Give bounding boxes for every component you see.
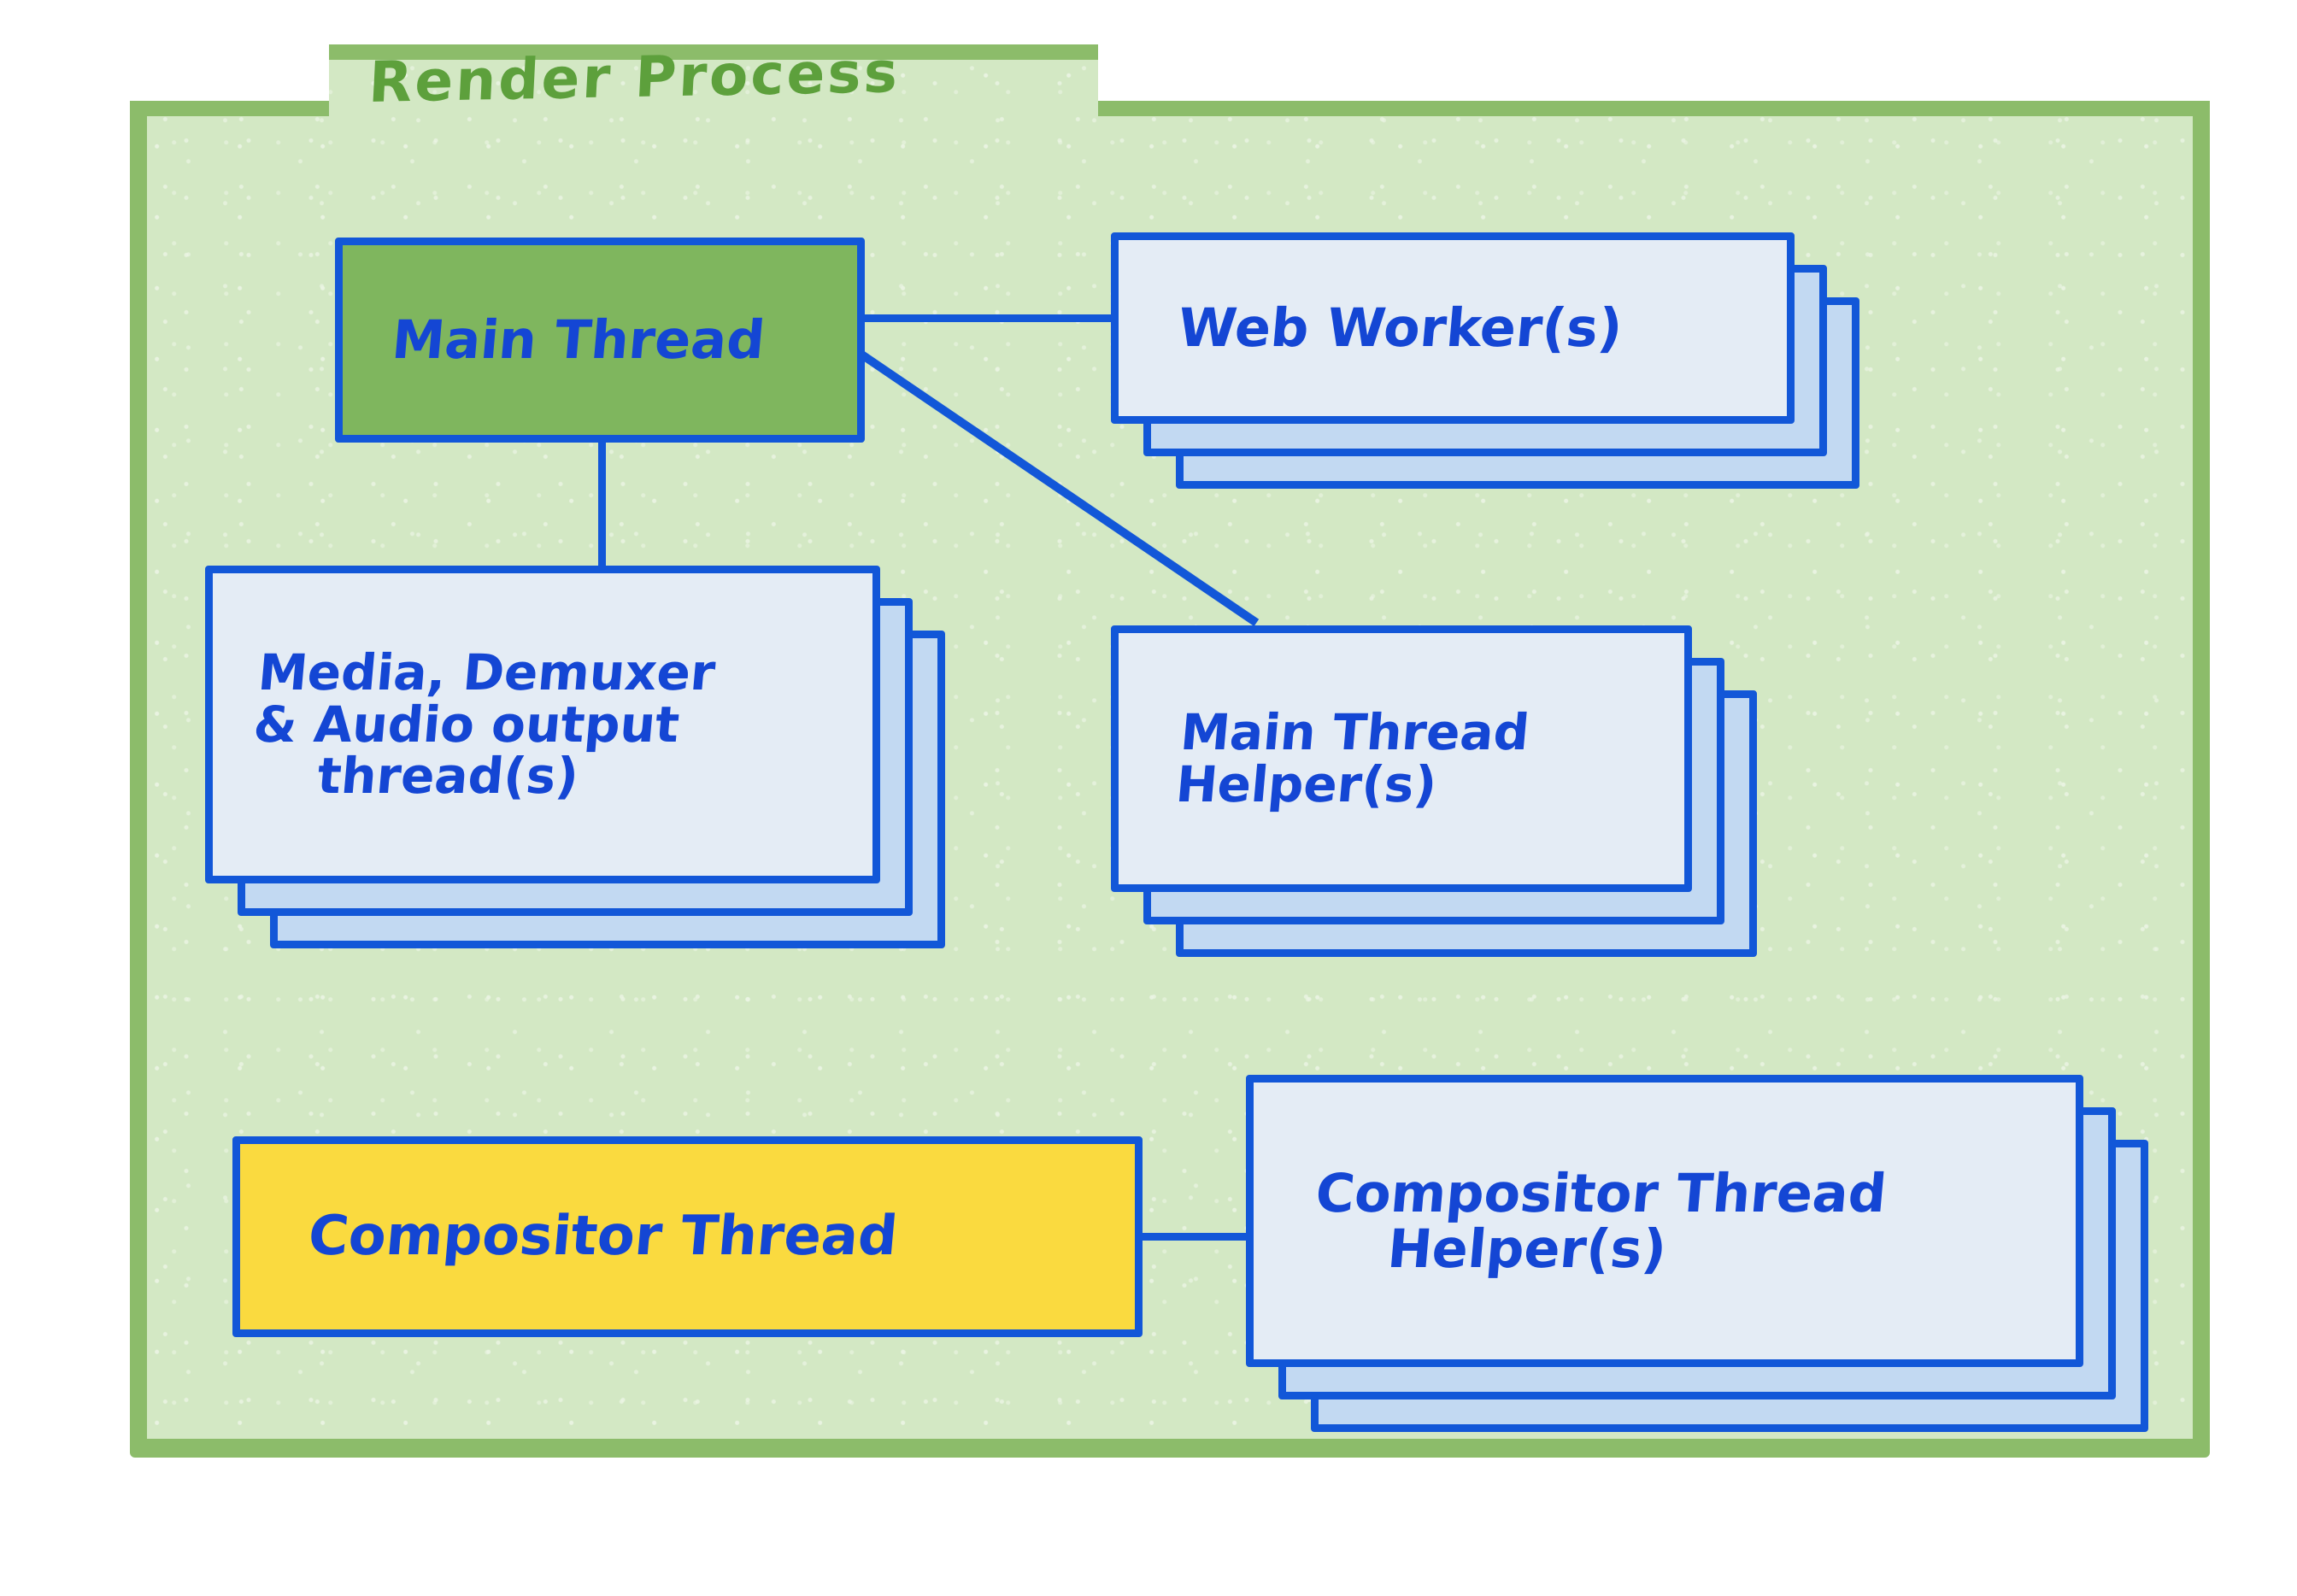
edge-compositor-thread-to-helper (1141, 1233, 1252, 1241)
main-thread-helper-label: Main Thread Helper(s) (1173, 703, 1532, 813)
node-main-thread[interactable]: Main Thread (335, 238, 865, 443)
compositor-thread-label: Compositor Thread (305, 1204, 901, 1268)
render-process-title: Render Process (367, 39, 902, 115)
node-web-worker[interactable]: Web Worker(s) (1111, 232, 1863, 489)
edge-main-thread-to-media-thread (598, 440, 606, 572)
node-media-thread[interactable]: Media, Demuxer & Audio output thread(s) (205, 566, 949, 950)
main-thread-helper-card[interactable]: Main Thread Helper(s) (1111, 625, 1692, 892)
node-compositor-thread[interactable]: Compositor Thread (232, 1136, 1143, 1337)
node-compositor-thread-helper[interactable]: Compositor Thread Helper(s) (1246, 1075, 2152, 1434)
media-thread-label: Media, Demuxer & Audio output thread(s) (251, 643, 718, 806)
node-main-thread-helper[interactable]: Main Thread Helper(s) (1111, 625, 1760, 959)
edge-main-thread-to-web-worker (861, 314, 1118, 322)
main-thread-label: Main Thread (389, 308, 767, 372)
compositor-thread-helper-label: Compositor Thread Helper(s) (1313, 1161, 1889, 1280)
media-thread-card[interactable]: Media, Demuxer & Audio output thread(s) (205, 566, 880, 883)
compositor-thread-helper-card[interactable]: Compositor Thread Helper(s) (1246, 1075, 2083, 1367)
compositor-thread-card[interactable]: Compositor Thread (232, 1136, 1143, 1337)
web-worker-label: Web Worker(s) (1175, 296, 1625, 360)
main-thread-card[interactable]: Main Thread (335, 238, 865, 443)
web-worker-card[interactable]: Web Worker(s) (1111, 232, 1795, 424)
